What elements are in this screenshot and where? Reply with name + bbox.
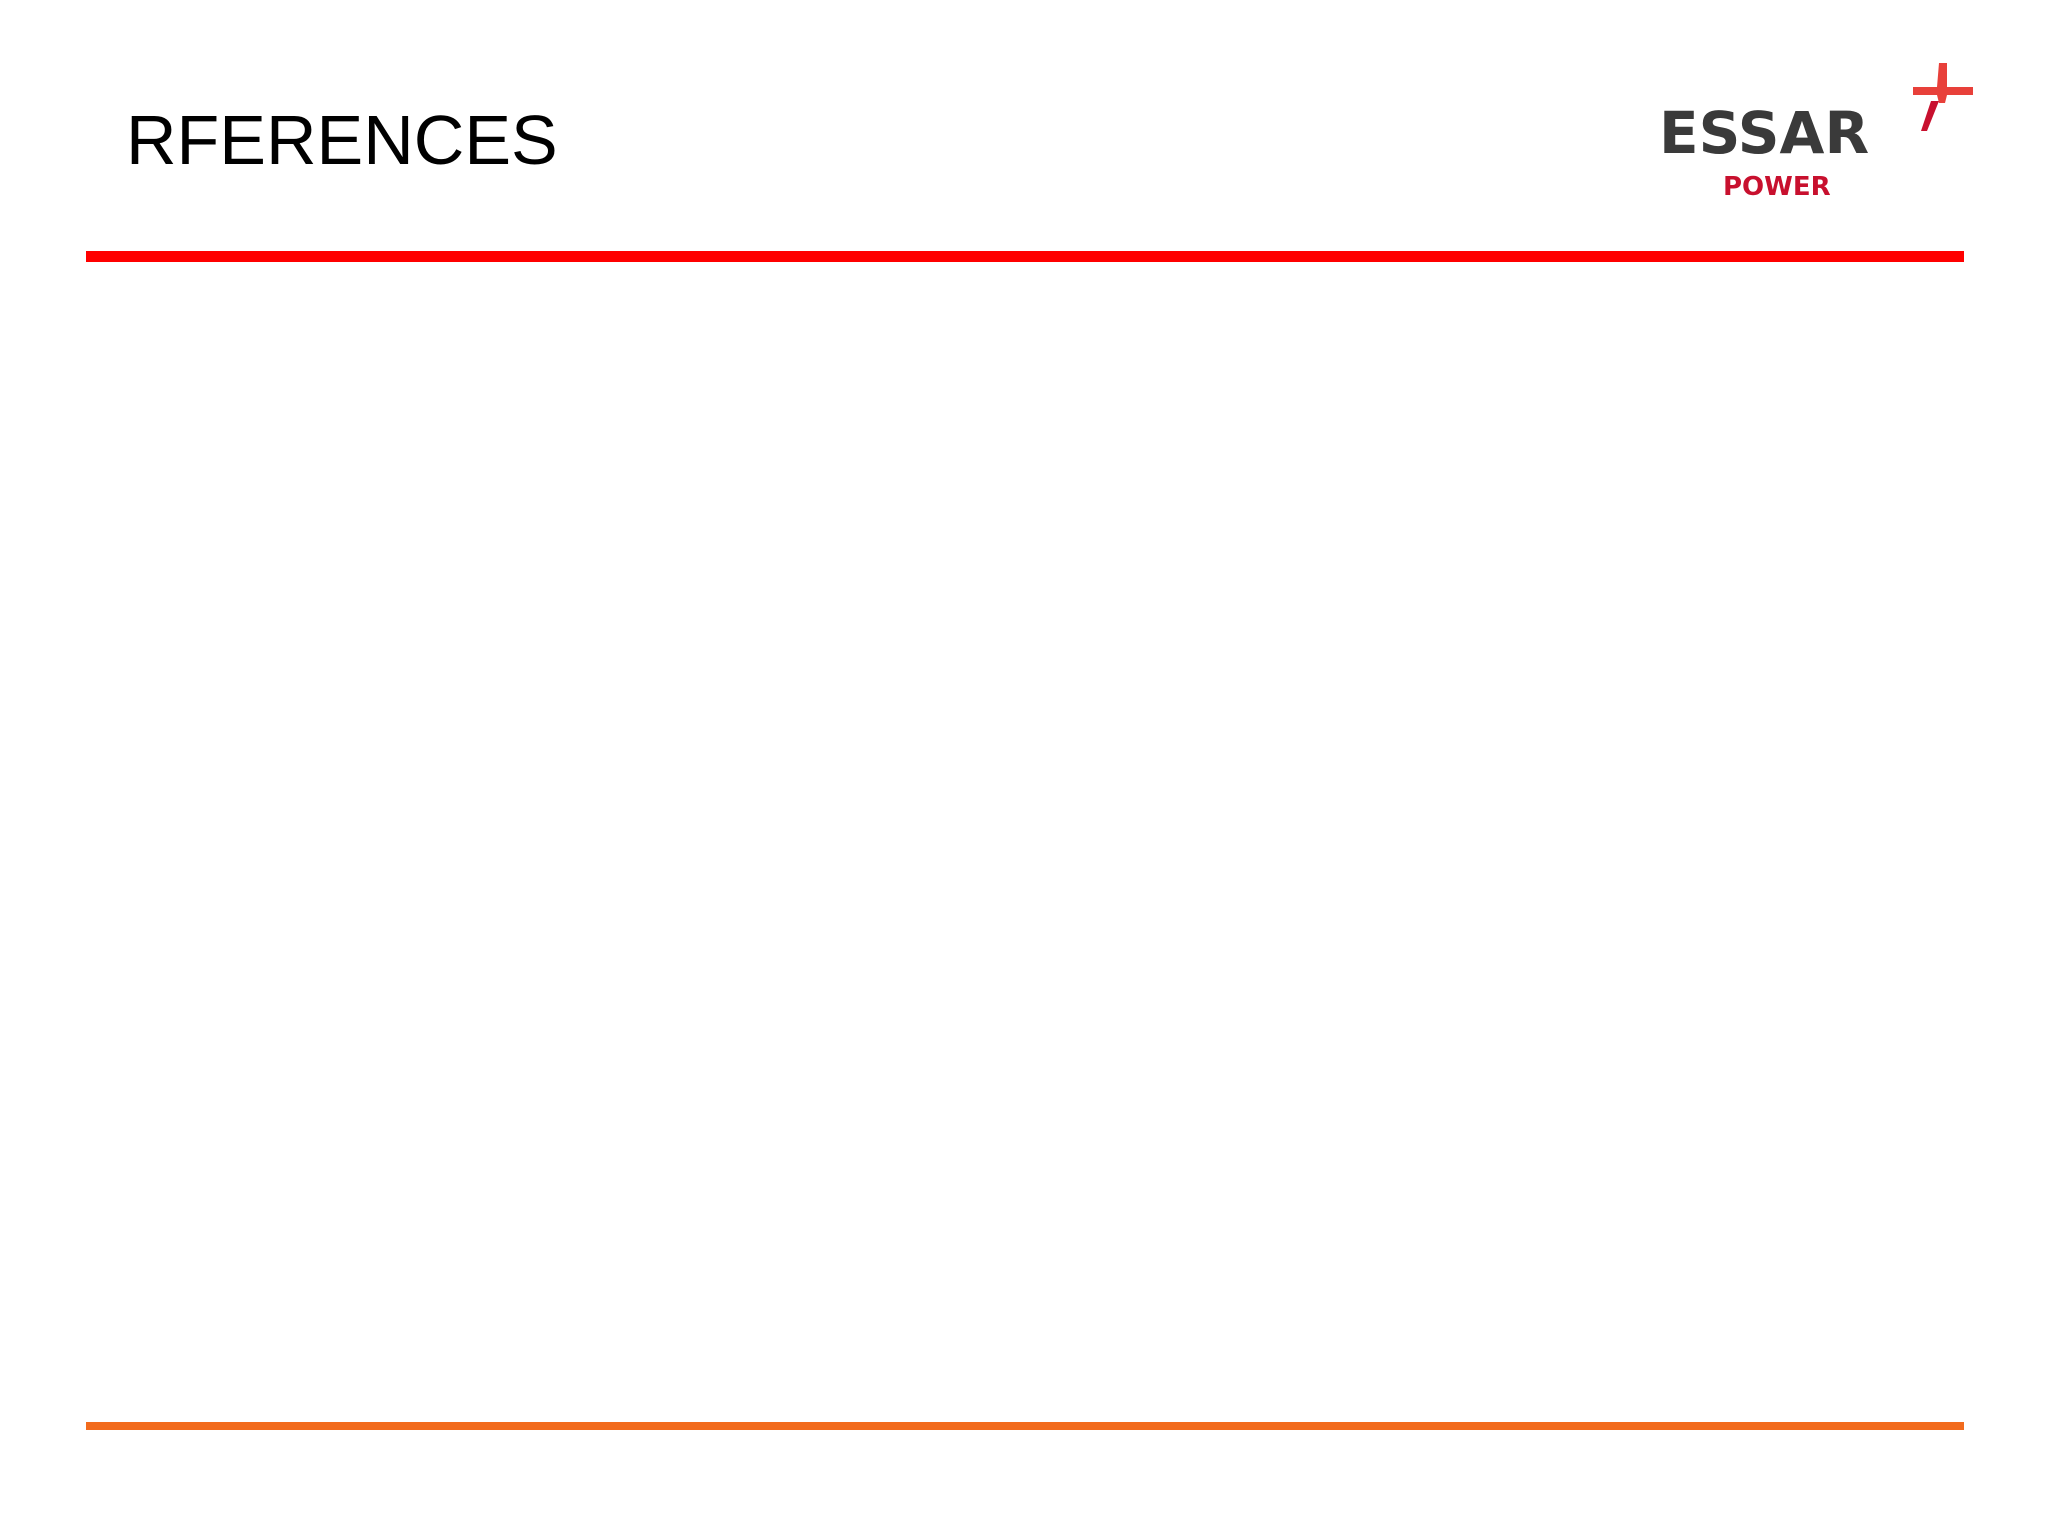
essar-power-logo: ESSAR POWER (1655, 55, 1975, 215)
footer-divider-orange (86, 1422, 1964, 1430)
essar-star-icon (1913, 63, 1973, 131)
logo-subtitle: POWER (1723, 172, 1831, 202)
slide-body (126, 300, 1926, 1380)
slide-title: RFERENCES (126, 101, 558, 179)
logo-wordmark: ESSAR (1659, 99, 1869, 167)
title-divider-red (86, 251, 1964, 262)
essar-logo-graphic: ESSAR POWER (1659, 63, 1973, 202)
